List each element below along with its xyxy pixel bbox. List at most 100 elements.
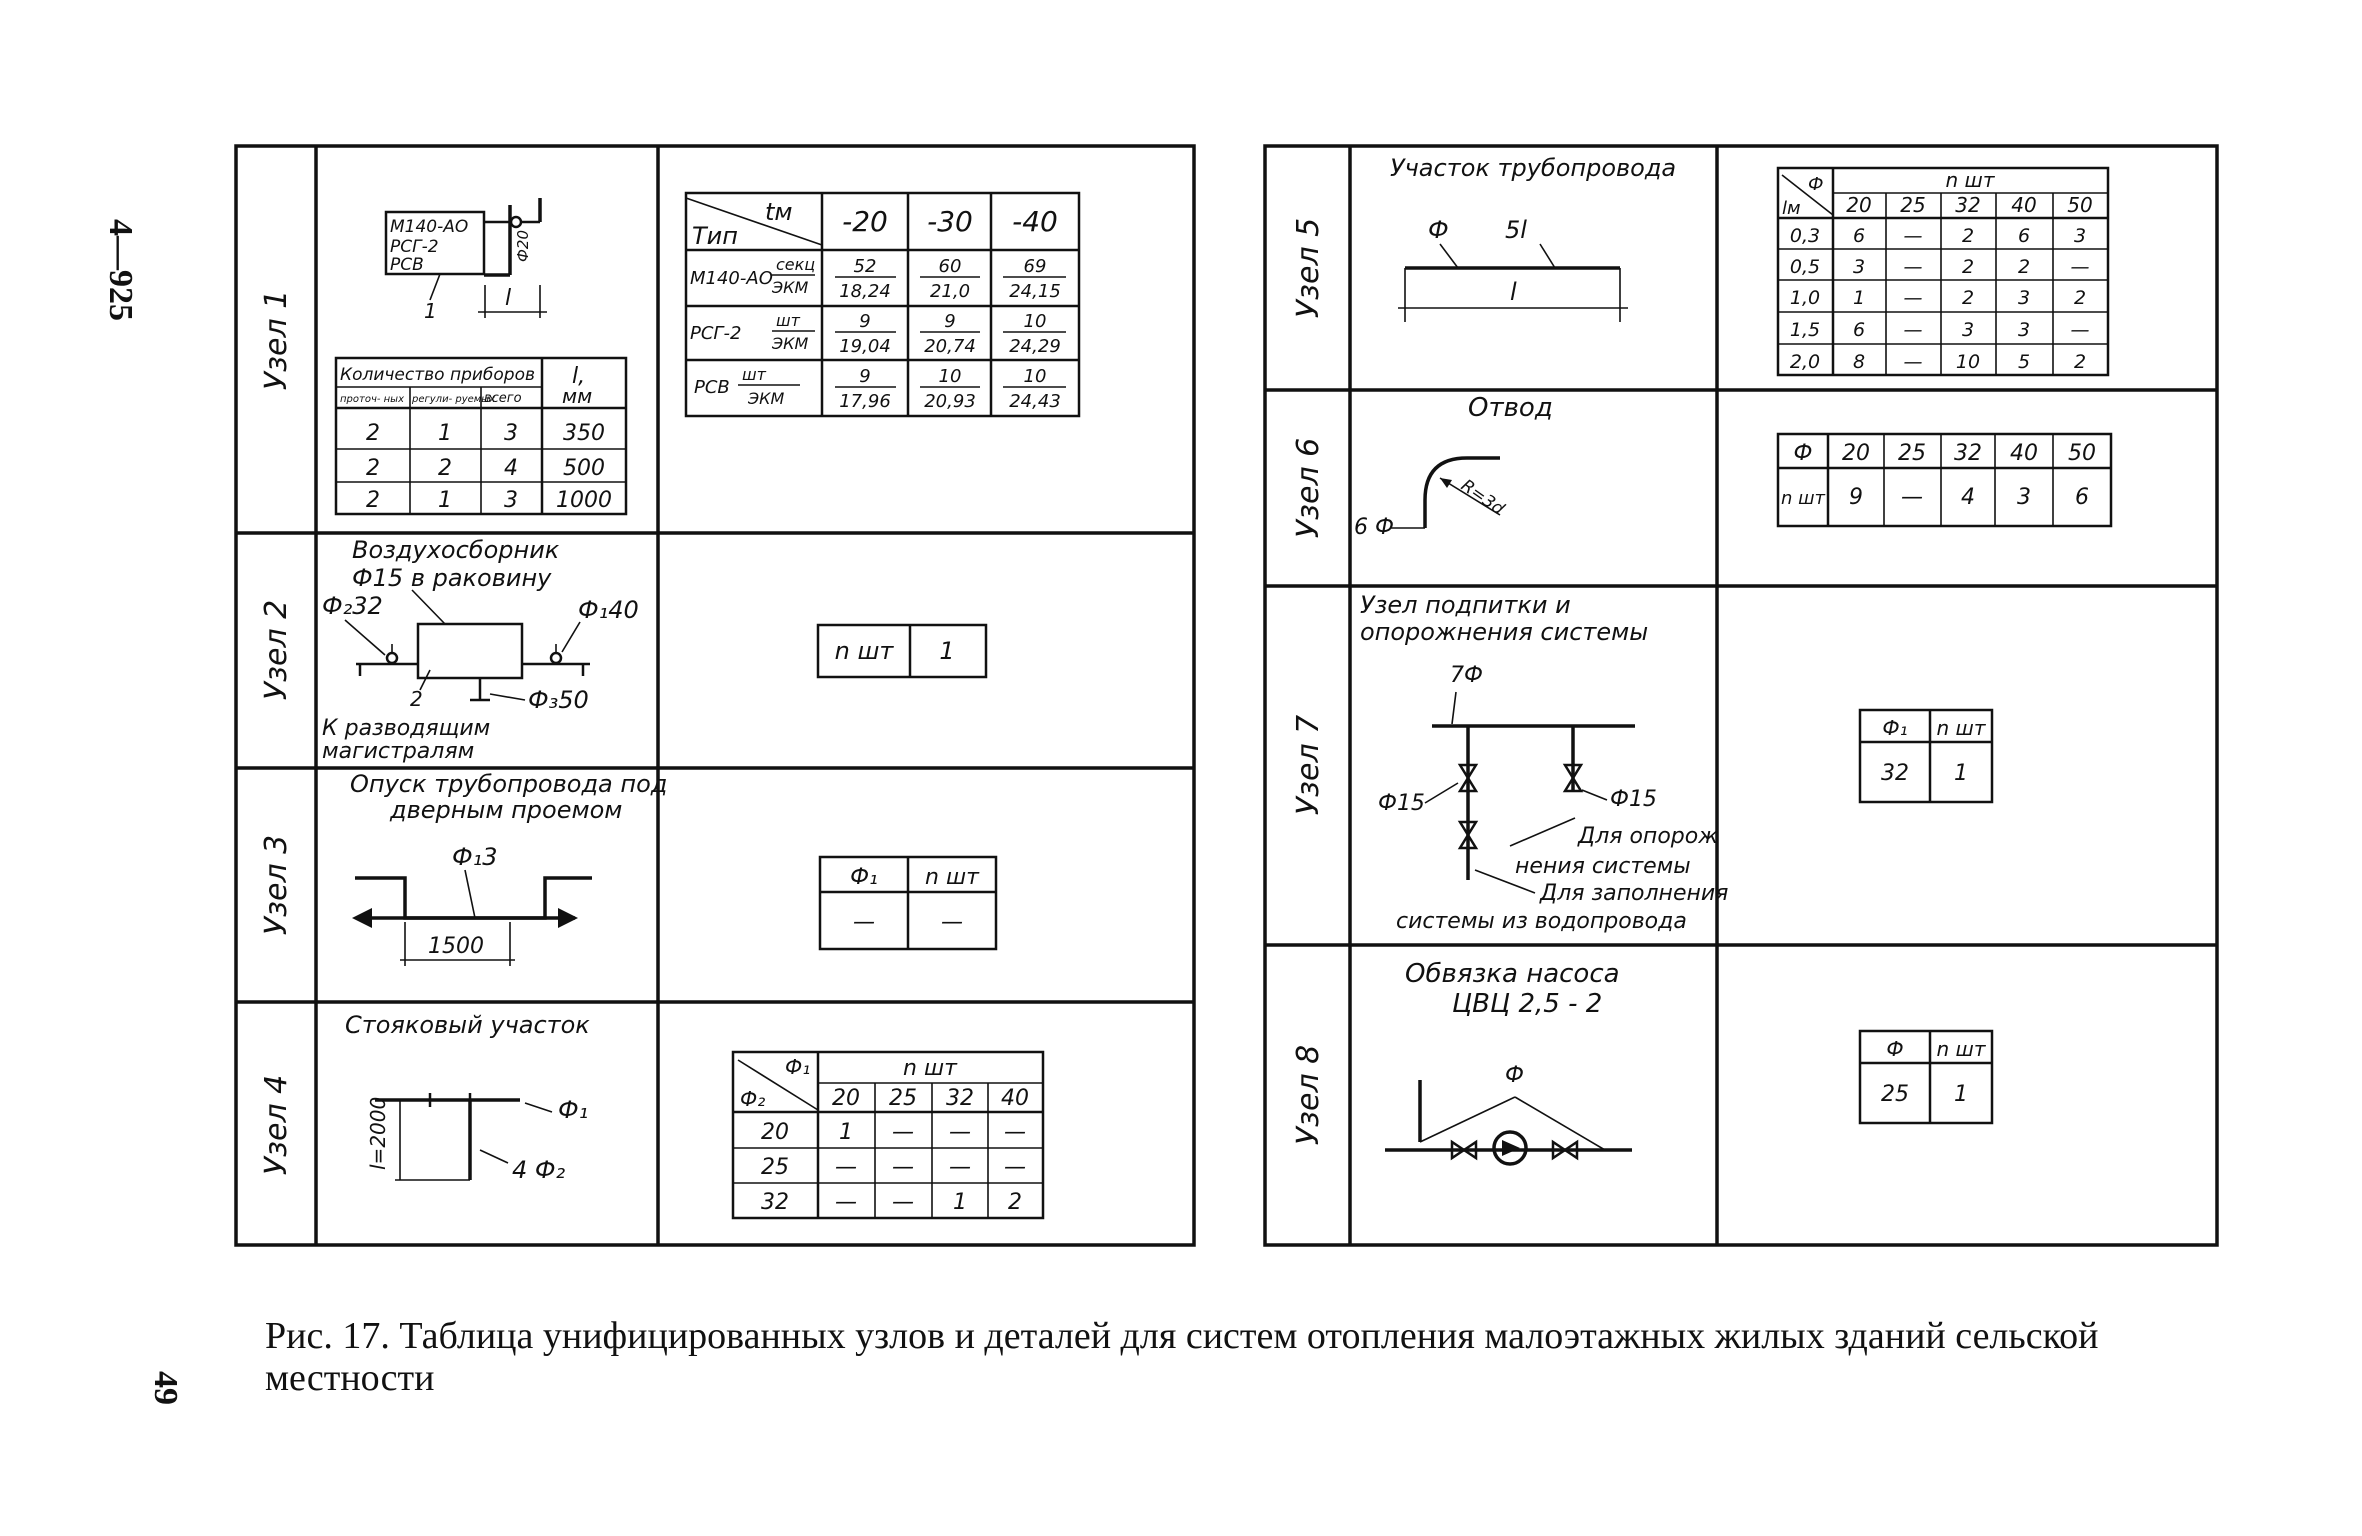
node1-type-table: tм Тип -20 -30 -40 M140-AO секц ЭКМ 52 1… [684, 191, 1081, 418]
node4-table-r2-d: 32 [761, 1190, 789, 1215]
node7-table-h-0: Ф₁ [1882, 716, 1907, 740]
node1-type-temp-1: -30 [927, 205, 973, 238]
node1-qty-r0c0: 2 [366, 421, 380, 446]
node8-title1: Обвязка насоса [1405, 959, 1620, 989]
node4-sketch: Стояковый участок l=2000 Ф₁ 4 Ф₂ [345, 1011, 590, 1184]
node8-table-h-0: Ф [1886, 1037, 1903, 1061]
node1-type-r0c2-top: 69 [1024, 256, 1047, 277]
node4-table-r2c3: 2 [1008, 1190, 1022, 1215]
figure-caption: Рис. 17. Таблица унифицированных узлов и… [265, 1315, 2225, 1400]
row-label-node7: Узел 7 [1291, 715, 1326, 816]
node4-label-f2: 4 Ф₂ [512, 1156, 566, 1184]
node4-table-r1c3: — [1004, 1155, 1026, 1180]
node7-title2: опорожнения системы [1360, 618, 1648, 646]
node1-qty-sub-2: всего [484, 391, 522, 406]
node1-type-r2c0-bottom: 17,96 [839, 391, 891, 412]
node5-table-r3c0: 6 [1853, 319, 1865, 341]
node4-table-r0-d: 20 [761, 1120, 789, 1145]
node4-table-r2c0: — [835, 1190, 857, 1215]
node3-table-value-1: — [941, 910, 963, 935]
node1-type-r0c0-bottom: 18,24 [839, 281, 891, 302]
node5-table: Ф lм n шт 20 25 32 40 50 0,3 6 — 2 6 3 0… [1776, 166, 2110, 377]
node4-table-col-0: 20 [832, 1086, 860, 1111]
node3-title2: дверным проемом [389, 796, 622, 824]
node3-table-header-1: n шт [925, 865, 980, 890]
node4-dim: l=2000 [366, 1097, 390, 1170]
node5-table-r2c4: 2 [2074, 287, 2086, 309]
node7-label-7f: 7Ф [1450, 663, 1483, 688]
node5-table-r4-l: 2,0 [1790, 351, 1820, 373]
node1-qty-table: Количество приборов l, мм проточ- ных ре… [334, 356, 628, 516]
node6-table: Ф 20 25 32 40 50 n шт 9 — 4 3 6 [1776, 432, 2113, 528]
node1-type-r2c1-bottom: 20,93 [924, 391, 976, 412]
node5-table-r0c1: — [1904, 225, 1923, 247]
node7-table-v-1: 1 [1954, 761, 1968, 786]
node1-type-row1-unit-bottom: ЭКМ [771, 334, 809, 353]
node1-qty-sub-1: регули- руемых [411, 394, 495, 405]
node1-qty-header-l: l, [572, 364, 585, 389]
node6-table-v-4: 6 [2075, 485, 2089, 510]
node5-table-col-1: 25 [1900, 193, 1925, 217]
node5-sketch: Участок трубопровода Ф 5l l [1390, 154, 1676, 322]
node1-type-temp-2: -40 [1012, 205, 1058, 238]
node1-type-r1c1-bottom: 20,74 [924, 336, 976, 357]
node8-table: Ф n шт 25 1 [1858, 1029, 1994, 1125]
node5-table-group: n шт [1946, 168, 1996, 192]
node6-table-v-3: 3 [2017, 485, 2031, 510]
row-label-node4: Узел 4 [259, 1075, 294, 1176]
node5-table-r4c3: 5 [2018, 351, 2030, 373]
node4-table-r2c1: — [892, 1190, 914, 1215]
row-label-node3: Узел 3 [259, 835, 294, 936]
node5-table-r2c1: — [1904, 287, 1923, 309]
row-label-node2: Узел 2 [259, 600, 294, 701]
node5-table-r1c2: 2 [1962, 256, 1974, 278]
node1-qty-r0c3: 350 [563, 421, 605, 446]
node4-table-r0c3: — [1004, 1120, 1026, 1145]
node1-type-corner-top: tм [765, 198, 793, 226]
left-table-frame [234, 144, 1196, 1247]
node7-sketch: Узел подпитки и опорожнения системы 7Ф Ф… [1360, 591, 1728, 934]
node1-type-r1c0-bottom: 19,04 [839, 336, 891, 357]
figure-caption-line2: местности [265, 1356, 435, 1399]
node4-table-r0c1: — [892, 1120, 914, 1145]
node8-table-h-1: n шт [1937, 1037, 1987, 1061]
node3-sketch: Опуск трубопровода под дверным проемом Ф… [350, 770, 667, 966]
node7-note1b: нения системы [1515, 854, 1691, 879]
node8-table-v-1: 1 [1954, 1082, 1968, 1107]
node5-table-col-3: 40 [2011, 193, 2036, 217]
node5-table-r3c4: — [2071, 319, 2090, 341]
node1-type-row0-unit-bottom: ЭКМ [771, 278, 809, 297]
node4-table: Ф₁ Ф₂ n шт 20 25 32 40 20 1 — — — 25 — —… [731, 1050, 1045, 1220]
node2-note1: К разводящим [322, 716, 490, 741]
node5-table-r3c2: 3 [1962, 319, 1974, 341]
row-label-node5: Узел 5 [1291, 218, 1326, 319]
row-label-node6: Узел 6 [1291, 438, 1326, 539]
node7-title1: Узел подпитки и [1360, 591, 1571, 619]
node2-label-right: Ф₁40 [578, 596, 639, 624]
node6-label-f: 6 Ф [1354, 515, 1394, 540]
node1-callout: 1 [424, 299, 437, 323]
node1-device-label-1: РСГ-2 [390, 237, 439, 257]
node1-qty-r2c0: 2 [366, 488, 380, 513]
node5-table-r2-l: 1,0 [1790, 287, 1820, 309]
node5-table-r4c4: 2 [2074, 351, 2086, 373]
node7-table-v-0: 32 [1881, 761, 1909, 786]
node5-table-col-4: 50 [2067, 193, 2092, 217]
node4-table-col-2: 32 [946, 1086, 974, 1111]
row-label-node8: Узел 8 [1291, 1045, 1326, 1146]
node2-note2: магистралям [322, 739, 474, 764]
node5-table-r1c1: — [1904, 256, 1923, 278]
node5-table-r2c0: 1 [1853, 287, 1865, 309]
node1-type-temp-0: -20 [842, 205, 888, 238]
node7-note2b: системы из водопровода [1396, 909, 1687, 934]
node1-qty-r0c2: 3 [504, 421, 518, 446]
node6-table-v-1: — [1901, 485, 1923, 510]
node2-sketch: Воздухосборник Ф15 в раковину Ф₂32 Ф₁40 … [322, 536, 639, 764]
node1-type-r2c0-top: 9 [859, 366, 870, 387]
node2-label-bottom: Ф₃50 [528, 686, 589, 714]
node5-table-r4c0: 8 [1853, 351, 1865, 373]
node1-qty-r2c2: 3 [504, 488, 518, 513]
node5-table-col-2: 32 [1955, 193, 1980, 217]
node3-table-header-0: Ф₁ [850, 865, 878, 890]
node1-pipe-label: Ф20 [514, 230, 532, 262]
